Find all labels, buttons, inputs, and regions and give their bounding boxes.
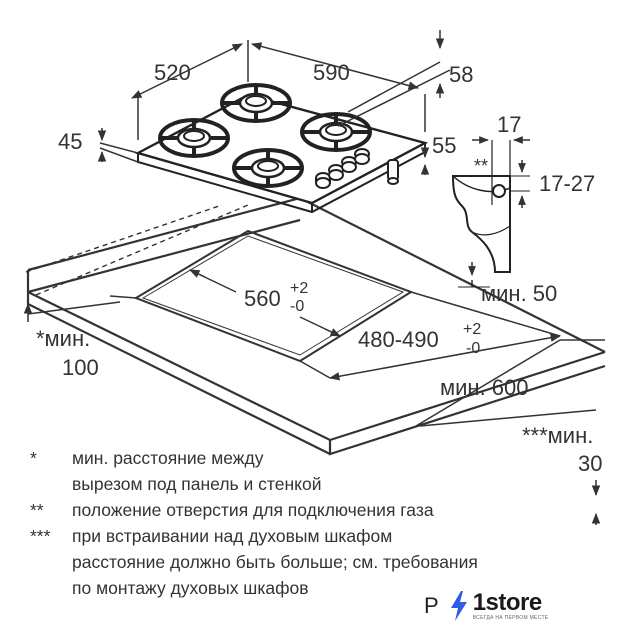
dim-cut-depth: 480-490 — [358, 327, 439, 352]
projection-lines — [25, 204, 249, 296]
footnote-3: *** при встраивании над духовым шкафом р… — [30, 523, 620, 601]
footnote-text: положение отверстия для подключения газа — [72, 497, 620, 523]
countertop — [26, 196, 606, 456]
gas-connector — [387, 159, 399, 185]
footnote-text: мин. расстояние между вырезом под панель… — [72, 445, 620, 497]
dim-min-100-value: 100 — [62, 355, 99, 380]
footnote-text: при встраивании над духовым шкафом расст… — [72, 523, 620, 601]
knob-4 — [354, 148, 370, 165]
burner-back-left — [220, 83, 292, 123]
dim-corner: 58 — [449, 62, 473, 87]
footnote-line: по монтажу духовых шкафов — [72, 578, 309, 598]
brand-logo: Р 1store ВСЕГДА НА ПЕРВОМ МЕСТЕ — [424, 588, 548, 624]
footnote-line: при встраивании над духовым шкафом — [72, 526, 393, 546]
lightning-bolt-icon — [450, 591, 467, 621]
dimension-lines — [97, 30, 451, 175]
footnote-mark: * — [30, 448, 37, 468]
side-bracket — [451, 136, 530, 288]
knob-1 — [315, 172, 331, 189]
dim-height-left: 45 — [58, 129, 82, 154]
dim-bracket-star: ** — [474, 156, 488, 176]
dim-cut-width-tol-minus: -0 — [290, 298, 304, 315]
footnote-mark: ** — [30, 500, 44, 520]
footnote-2: ** положение отверстия для подключения г… — [30, 497, 620, 523]
brand-prefix: Р — [424, 593, 439, 618]
dim-cut-depth-tol-plus: +2 — [463, 321, 481, 338]
footnote-line: вырезом под панель и стенкой — [72, 474, 322, 494]
brand-name: 1store — [472, 589, 543, 616]
dim-bracket-height: 17-27 — [539, 171, 595, 196]
dim-depth-top: 590 — [313, 60, 350, 85]
dim-bracket-width: 17 — [497, 112, 521, 137]
dim-height-right: 55 — [432, 133, 456, 158]
footnotes: * мин. расстояние между вырезом под пане… — [30, 445, 620, 601]
dim-min-600: мин. 600 — [440, 375, 529, 400]
dim-min-50: мин. 50 — [481, 281, 557, 306]
knob-2 — [328, 164, 344, 181]
dim-cut-width: 560 — [244, 286, 281, 311]
footnote-mark: *** — [30, 526, 51, 546]
burner-back-right — [300, 112, 372, 152]
dim-min-100-label: *мин. — [36, 326, 90, 351]
control-knobs — [315, 148, 370, 189]
footnote-1: * мин. расстояние между вырезом под пане… — [30, 445, 620, 497]
dim-cut-width-tol-plus: +2 — [290, 280, 308, 297]
dim-width-top: 520 — [154, 60, 191, 85]
burner-front-right — [232, 148, 304, 188]
footnote-line: мин. расстояние между — [72, 448, 264, 468]
brand-tagline: ВСЕГДА НА ПЕРВОМ МЕСТЕ — [472, 615, 549, 621]
footnote-line: расстояние должно быть больше; см. требо… — [72, 552, 478, 572]
dim-cut-depth-main: 480-490 — [358, 327, 439, 352]
footnote-line: положение отверстия для подключения газа — [72, 500, 434, 520]
knob-3 — [341, 156, 357, 173]
brand-wordmark: 1store ВСЕГДА НА ПЕРВОМ МЕСТЕ — [473, 591, 549, 621]
countertop-dimensions — [23, 269, 605, 525]
burner-front-left — [158, 118, 230, 158]
dim-cut-depth-tol-minus: -0 — [466, 340, 480, 357]
dim-min-30-label: ***мин. — [522, 423, 593, 448]
dim-min-30-value: 30 — [578, 451, 602, 476]
dim-cut-width-main: 560 — [244, 286, 281, 311]
